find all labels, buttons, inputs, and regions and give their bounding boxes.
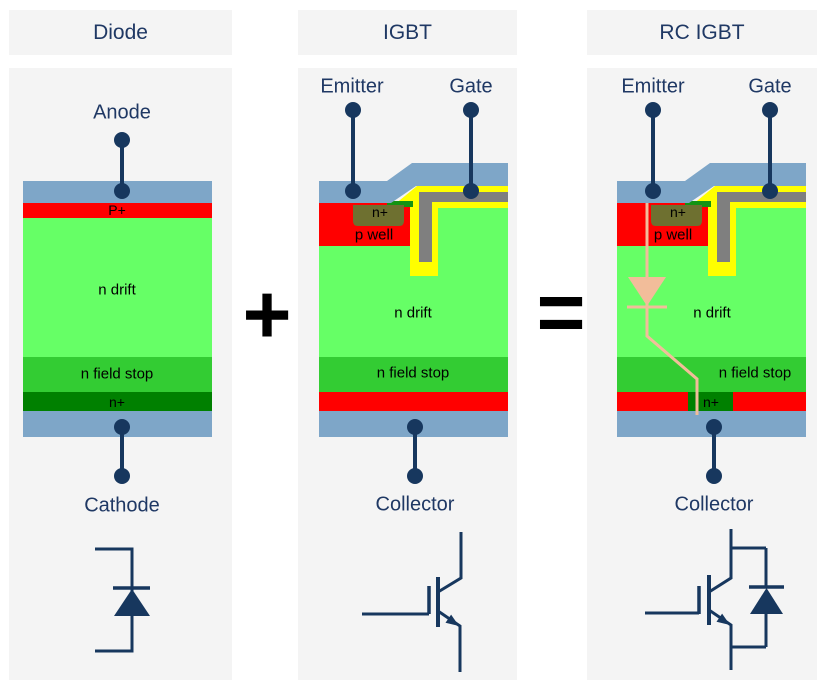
igbt-p-collector-layer (319, 392, 508, 411)
rc-igbt-top-metal (617, 163, 806, 203)
rc-igbt-n-drift-label: n drift (693, 304, 731, 322)
igbt-collector-pin-dot (407, 468, 423, 484)
rc-igbt-symbol-emitter-lead (708, 608, 733, 670)
igbt-p-well-label: p well (354, 226, 394, 244)
rc-igbt-gate-electrode (717, 192, 806, 262)
diode-p-plus-layer (23, 203, 212, 218)
igbt-circuit-symbol (362, 532, 463, 672)
rc-igbt-collector-contact-dot (706, 419, 722, 435)
cathode-pin-dot (114, 468, 130, 484)
rc-igbt-n-source-strip (685, 201, 711, 207)
rc-igbt-collector-label: Collector (674, 493, 754, 516)
cathode-label: Cathode (84, 494, 160, 517)
plus-operator: + (242, 267, 292, 361)
rc-igbt-device (617, 102, 806, 670)
igbt-n-field-stop-layer (319, 357, 508, 392)
rc-igbt-circuit-symbol (645, 529, 784, 670)
diode-circuit-symbol (95, 547, 150, 653)
rc-igbt-gate-contact-dot (762, 183, 778, 199)
rc-igbt-symbol-collector-lead (708, 529, 733, 594)
igbt-symbol-emitter-lead (437, 609, 462, 672)
rc-igbt-n-plus-collector-short (688, 392, 733, 411)
diode-title: Diode (93, 20, 148, 44)
diode-n-plus-label: n+ (109, 394, 125, 410)
rc-igbt-gate-label: Gate (748, 75, 792, 98)
diode-device (23, 132, 212, 653)
column-header-igbt: IGBT (298, 10, 517, 55)
igbt-symbol-collector-lead (437, 532, 463, 594)
rc-igbt-p-well-label: p well (653, 226, 693, 244)
anode-label: Anode (93, 101, 151, 124)
igbt-title: IGBT (382, 20, 432, 44)
diode-n-drift-label: n drift (98, 281, 136, 299)
rc-igbt-n-collector-label: n+ (703, 394, 719, 410)
rc-igbt-n-source-label: n+ (670, 204, 686, 220)
igbt-n-source-strip (387, 201, 413, 207)
diode-n-field-stop-layer (23, 357, 212, 392)
igbt-gate-contact-dot (463, 183, 479, 199)
column-header-diode: Diode (9, 10, 232, 55)
rc-igbt-n-field-stop-label: n field stop (718, 364, 792, 382)
rc-igbt-collector-pin-dot (706, 468, 722, 484)
rc-igbt-emitter-pin-dot (645, 102, 661, 118)
rc-igbt-n-field-stop-layer (617, 357, 806, 392)
rc-igbt-diode-current-path (645, 203, 699, 415)
igbt-top-metal (319, 163, 508, 203)
rc-igbt-symbol-diode-triangle (750, 588, 783, 614)
rc-igbt-title: RC IGBT (659, 20, 745, 44)
igbt-emitter-label: Emitter (320, 75, 384, 98)
rc-igbt-n-plus-source (651, 205, 702, 226)
igbt-gate-electrode (419, 192, 508, 262)
diode-n-field-stop-label: n field stop (80, 365, 154, 383)
anode-pin-dot (114, 132, 130, 148)
igbt-emitter-contact-dot (345, 183, 361, 199)
rc-igbt-emitter-contact-dot (645, 183, 661, 199)
anode-contact-dot (114, 183, 130, 199)
rc-igbt-gate-pin-dot (762, 102, 778, 118)
igbt-n-source-label: n+ (372, 204, 388, 220)
igbt-gate-label: Gate (449, 75, 493, 98)
diode-symbol-triangle (114, 589, 150, 616)
igbt-collector-contact-dot (407, 419, 423, 435)
igbt-gate-pin-dot (463, 102, 479, 118)
diode-n-plus-layer (23, 392, 212, 411)
equals-operator: = (536, 265, 586, 359)
igbt-n-drift-label: n drift (394, 304, 432, 322)
rc-igbt-internal-diode-triangle (628, 277, 666, 306)
igbt-collector-label: Collector (375, 493, 455, 516)
igbt-n-plus-source (353, 205, 404, 226)
igbt-emitter-pin-dot (345, 102, 361, 118)
igbt-device (319, 102, 508, 672)
diode-p-plus-label: P+ (108, 202, 126, 218)
igbt-symbol-emitter-arrow (445, 614, 459, 626)
rc-igbt-emitter-label: Emitter (621, 75, 685, 98)
diode-n-drift-layer (23, 218, 212, 357)
cathode-contact-dot (114, 419, 130, 435)
igbt-n-field-stop-label: n field stop (376, 364, 450, 382)
rc-igbt-symbol-emitter-arrow (716, 613, 730, 625)
column-header-rc-igbt: RC IGBT (587, 10, 817, 55)
